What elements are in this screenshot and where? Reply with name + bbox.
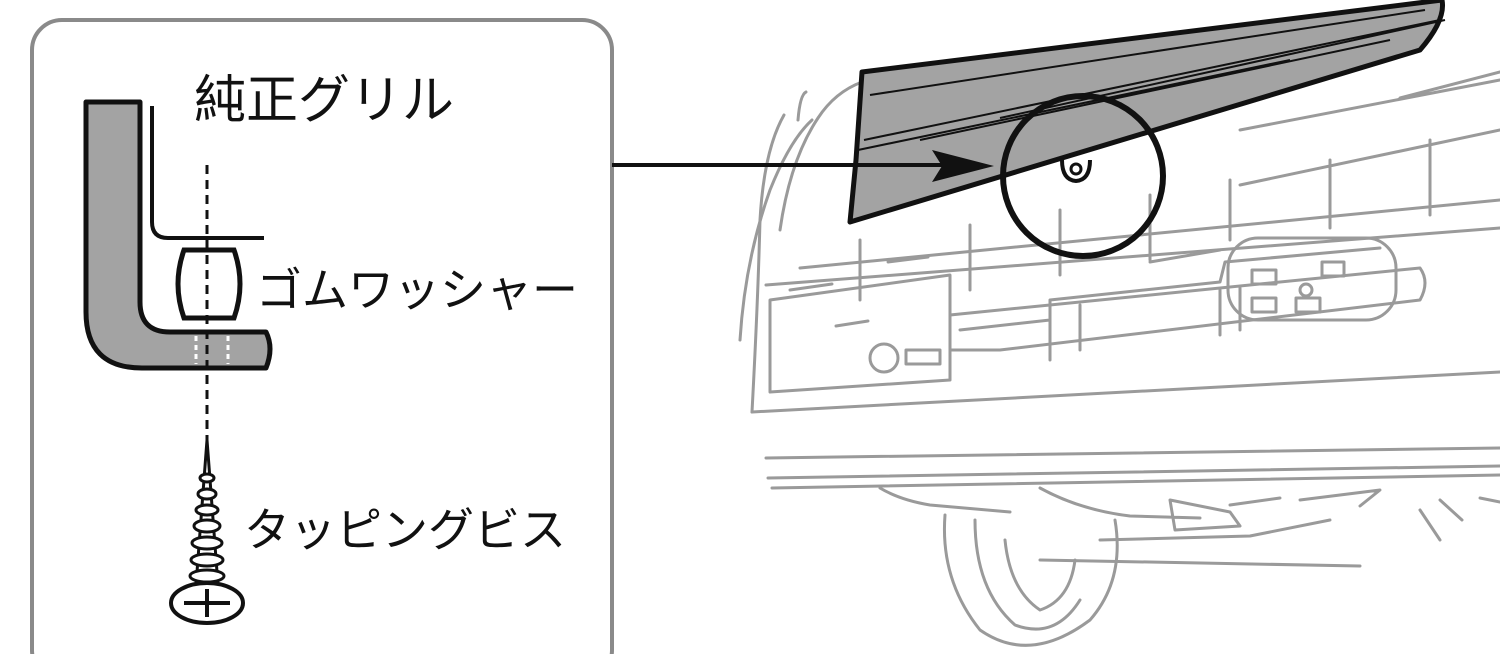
label-screw: タッピングビス [244,503,566,557]
plate-slot-2 [1250,296,1278,314]
sill-line-2 [766,464,1500,480]
aftermarket-grille [847,0,1446,225]
plate-slot-1 [1250,268,1278,286]
tab-hole [1069,162,1083,176]
plate-bracket [1226,236,1398,322]
detail-callout-circle [1000,93,1166,259]
car-illustration [738,70,1500,647]
label-grille: 純正グリル [194,71,454,131]
crossmember [948,266,1427,352]
rubber-washer [175,247,243,321]
front-wheel [942,513,1119,647]
plate-slot-3 [1294,296,1322,314]
detail-panel: 純正グリル ゴムワッシャー タッピングビス [30,18,614,654]
label-washer: ゴムワッシャー [256,263,578,317]
sill-line-1 [764,446,1500,460]
bracket-hole [194,336,230,364]
grille-bracket [83,99,273,371]
plate-hole [1298,282,1314,298]
fog-light-slot [904,348,942,366]
undercarriage [878,486,1500,568]
grille-stripes [857,9,1446,151]
mounting-surface [150,106,264,240]
bumper-cutout-left [788,255,930,328]
fender-curve [738,118,814,342]
front-panel [750,198,1500,414]
sill-line-3 [770,473,1500,490]
wheel-hub [1003,538,1077,612]
bumper-structure [768,273,952,394]
grille-panel [847,0,1446,225]
tapping-screw [169,439,245,625]
detail-panel-frame [30,18,614,654]
pointer-arrow-head [932,150,994,182]
crossmember-inner [958,246,1382,332]
screw-threads [188,472,226,584]
plate-slot-4 [1320,260,1346,278]
rib-details [1048,286,1242,362]
fog-light [868,342,900,374]
grille-opening-ribs [858,70,1500,302]
front-wheel-inner [973,518,1082,631]
